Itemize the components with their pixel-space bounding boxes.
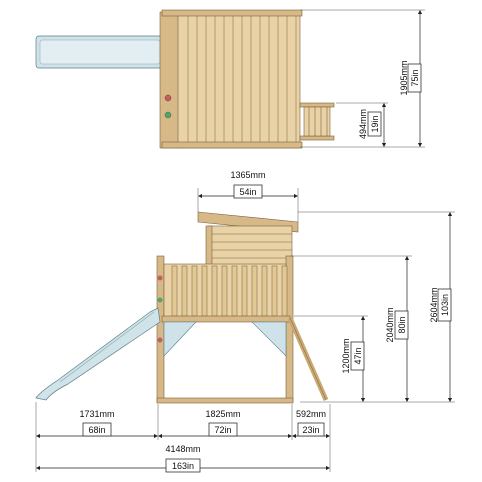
railing-board — [281, 265, 288, 317]
railing-board — [241, 265, 248, 317]
dim-ladder-len-mm: 592mm — [296, 409, 326, 419]
front-slide — [35, 307, 161, 401]
roof — [197, 211, 299, 267]
dim-total-height-in: 103in — [440, 294, 450, 316]
dim-overall-mm: 4148mm — [165, 444, 200, 454]
dim-slide-len-in: 68in — [88, 425, 105, 435]
dim-frame-width-in: 72in — [214, 425, 231, 435]
dim-ladder-mm: 494mm — [358, 109, 368, 139]
railing-board — [201, 265, 208, 317]
dim-top-height-mm: 1905mm — [399, 60, 409, 95]
dim-top-height-in: 75in — [410, 69, 420, 86]
front-view — [35, 188, 455, 472]
top-ladder — [299, 102, 335, 141]
dim-ladder-len-in: 23in — [302, 425, 319, 435]
dim-roof-width-mm: 1365mm — [230, 170, 265, 180]
railing-board — [211, 265, 218, 317]
top-slide — [35, 35, 165, 69]
railing-board — [221, 265, 228, 317]
railing-board — [271, 265, 278, 317]
top-view — [35, 9, 425, 149]
dim-overall-in: 163in — [172, 461, 194, 471]
railing-board — [261, 265, 268, 317]
railing-board — [251, 265, 258, 317]
railing — [161, 263, 291, 323]
railing-board — [171, 265, 178, 317]
dim-frame-width-mm: 1825mm — [205, 409, 240, 419]
dim-ladder-in: 19in — [370, 115, 380, 132]
railing-board — [191, 265, 198, 317]
railing-board — [231, 265, 238, 317]
top-deck — [161, 9, 303, 149]
dim-platform-top-mm: 2040mm — [385, 307, 395, 342]
dim-slide-len-mm: 1731mm — [79, 409, 114, 419]
dim-deck-height-mm: 1200mm — [341, 338, 351, 373]
dim-roof-width-in: 54in — [239, 187, 256, 197]
front-ladder — [287, 316, 329, 402]
railing-board — [181, 265, 188, 317]
dim-platform-top-in: 80in — [397, 316, 407, 333]
dim-total-height-mm: 2604mm — [429, 287, 439, 322]
dim-deck-height-in: 47in — [353, 347, 363, 364]
